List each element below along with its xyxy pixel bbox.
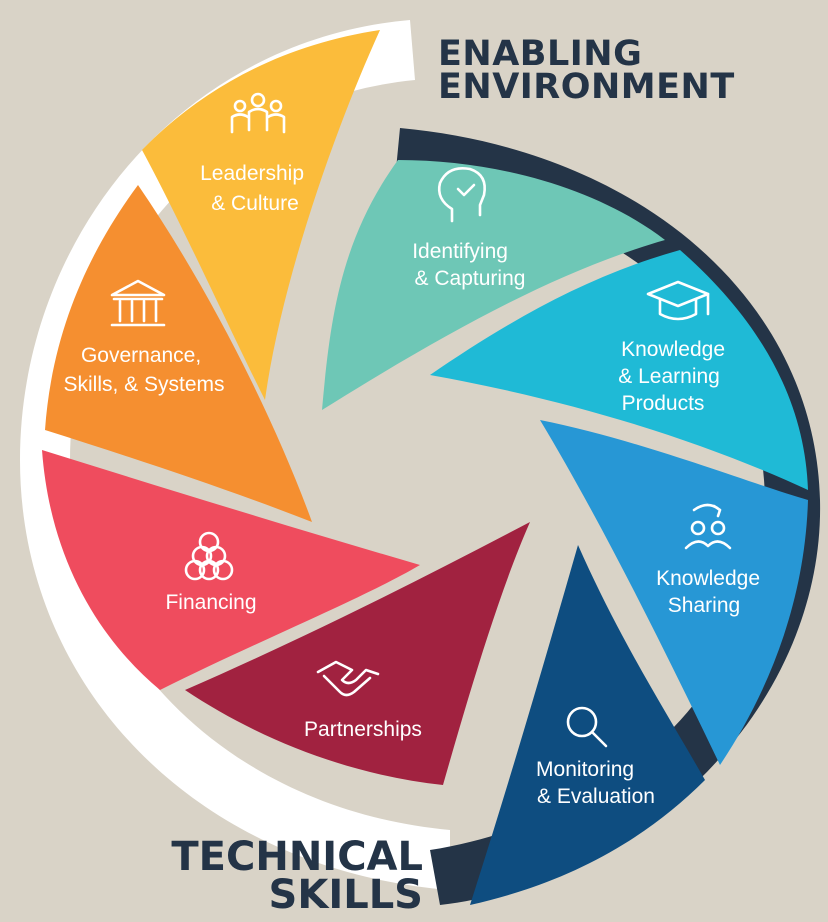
- heading-line: ENVIRONMENT: [438, 67, 735, 108]
- segment-knowledge-learning[interactable]: [430, 250, 808, 490]
- team-people-icon: [230, 92, 286, 134]
- segment-label-knowledge-sharing: Knowledge Sharing: [656, 567, 766, 617]
- segment-partnerships[interactable]: [185, 522, 530, 785]
- segment-label-monitoring: Monitoring & Evaluation: [536, 758, 655, 808]
- segment-label-governance: Governance, Skills, & Systems: [63, 344, 224, 396]
- government-building-icon: [110, 279, 166, 327]
- segment-label-identifying: Identifying & Capturing: [412, 240, 525, 290]
- segment-monitoring[interactable]: [470, 545, 705, 905]
- heading-line: ENABLING: [438, 34, 643, 74]
- segment-identifying[interactable]: [322, 160, 665, 410]
- graduation-cap-icon: [646, 280, 710, 321]
- segment-leadership[interactable]: [142, 30, 380, 400]
- handshake-icon: [316, 660, 380, 697]
- segment-label-financing: Financing: [165, 591, 256, 614]
- people-sharing-icon: [684, 503, 732, 550]
- heading-line: TECHNICAL: [171, 834, 423, 880]
- heading-line: SKILLS: [268, 872, 423, 918]
- coin-stack-icon: [184, 531, 234, 581]
- segment-knowledge-sharing[interactable]: [540, 420, 808, 765]
- magnifying-glass-icon: [566, 706, 608, 748]
- segment-label-knowledge-learning: Knowledge & Learning Products: [618, 338, 731, 415]
- head-checkmark-icon: [437, 167, 486, 223]
- segment-label-leadership: Leadership & Culture: [200, 162, 310, 215]
- enabling-environment-heading: ENABLING ENVIRONMENT: [438, 34, 735, 108]
- technical-skills-heading: TECHNICAL SKILLS: [171, 834, 423, 918]
- segment-governance[interactable]: [45, 185, 312, 522]
- segment-label-partnerships: Partnerships: [304, 718, 422, 741]
